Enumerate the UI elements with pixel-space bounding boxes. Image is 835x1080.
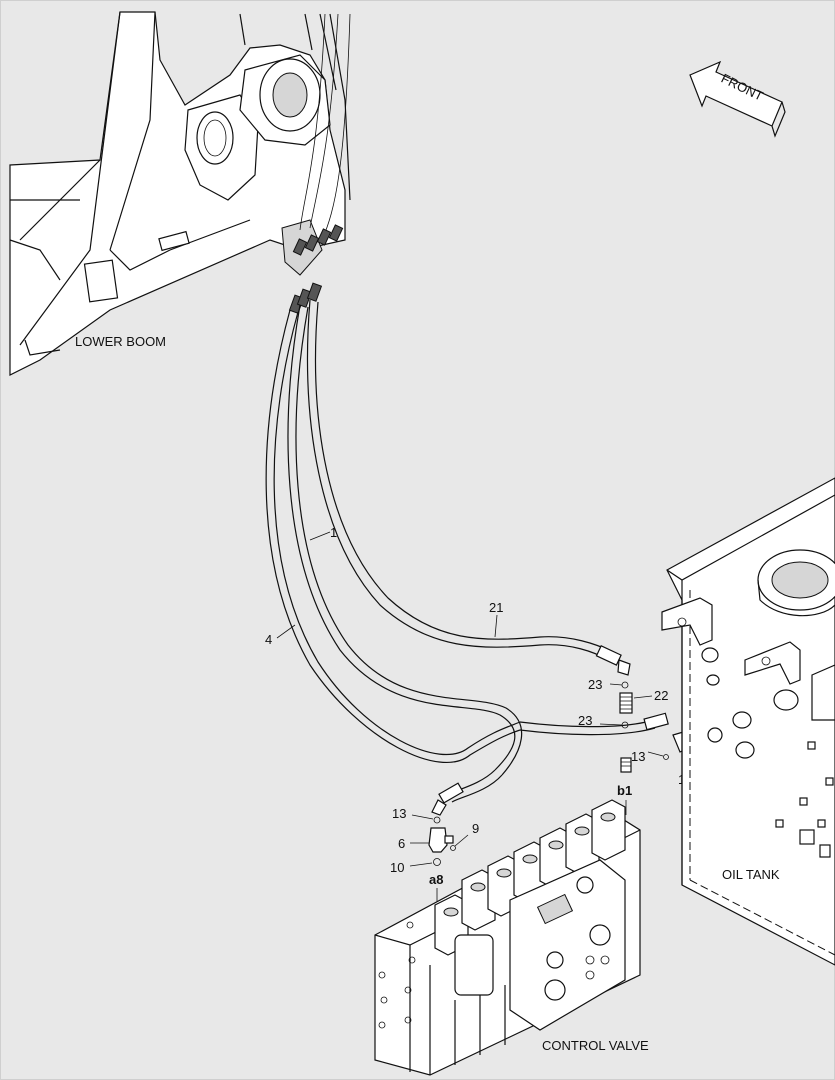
part-number-13-left: 13 xyxy=(392,806,406,821)
port-label-b1: b1 xyxy=(617,783,632,798)
port-label-a8: a8 xyxy=(429,872,443,887)
control-valve-illustration: CONTROL VALVE xyxy=(374,799,649,1076)
part-number-9: 9 xyxy=(472,821,479,836)
hose-assembly: 1 4 21 xyxy=(265,299,669,816)
part-number-10: 10 xyxy=(390,860,404,875)
part-number-13-right: 13 xyxy=(631,749,645,764)
control-valve-label: CONTROL VALVE xyxy=(542,1038,649,1053)
front-direction-arrow: FRONT xyxy=(689,60,786,138)
part-number-21: 21 xyxy=(489,600,503,615)
boom-hose-fittings xyxy=(288,224,344,314)
oil-tank-label: OIL TANK xyxy=(722,867,780,882)
part-number-23-upper: 23 xyxy=(588,677,602,692)
part-number-23-lower: 23 xyxy=(578,713,592,728)
part-number-1: 1 xyxy=(330,525,337,540)
lower-boom-illustration: LOWER BOOM xyxy=(9,11,351,376)
part-number-4: 4 xyxy=(265,632,272,647)
part-number-22: 22 xyxy=(654,688,668,703)
oil-tank-illustration: OIL TANK xyxy=(661,477,835,966)
fittings-group-a8: 13 6 9 10 a8 xyxy=(390,806,479,910)
lower-boom-label: LOWER BOOM xyxy=(75,334,166,349)
part-number-6: 6 xyxy=(398,836,405,851)
